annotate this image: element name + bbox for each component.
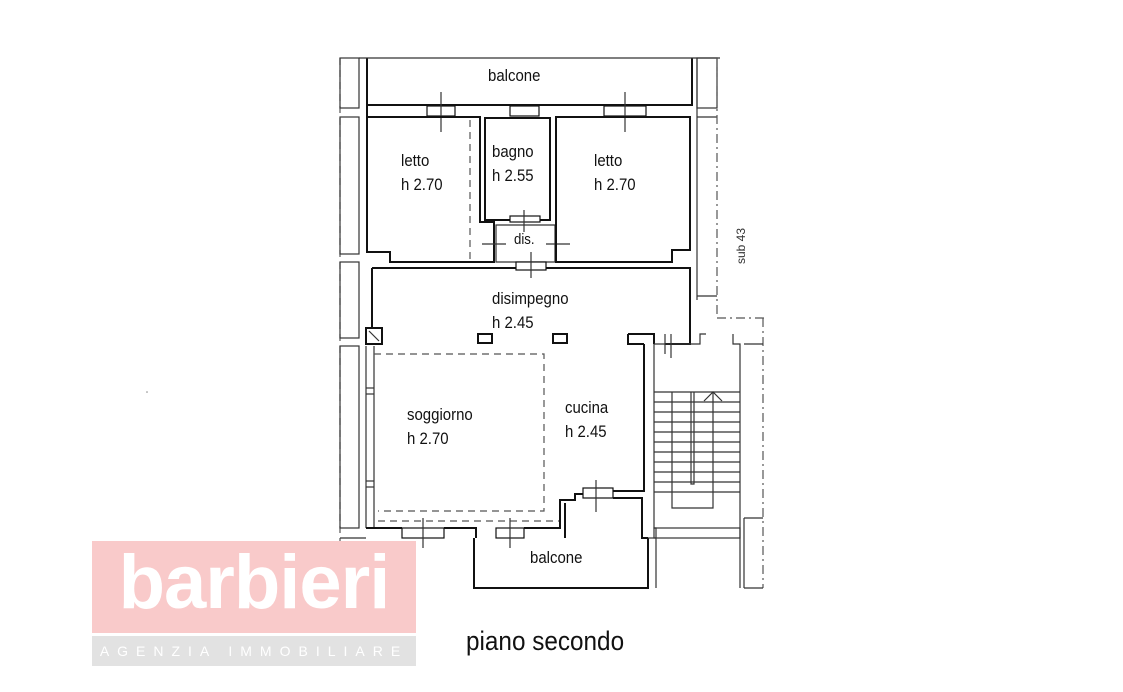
room-label-disimpegno: disimpegno h 2.45 <box>492 287 569 335</box>
room-label-balcone-top: balcone <box>488 66 541 85</box>
floor-caption: piano secondo <box>466 626 625 656</box>
room-height: h 2.70 <box>401 175 443 194</box>
room-name: soggiorno <box>407 405 473 424</box>
room-label-balcone-bottom: balcone <box>530 548 583 567</box>
room-name: cucina <box>565 398 609 417</box>
room-height: h 2.70 <box>594 175 636 194</box>
neighbor-label: sub 43 <box>734 227 748 264</box>
agency-logo: barbieri <box>92 541 416 633</box>
room-name: letto <box>401 151 430 170</box>
room-height: h 2.45 <box>565 422 607 441</box>
agency-logo-name: barbieri <box>118 540 391 625</box>
room-label-letto-right: letto h 2.70 <box>594 149 636 197</box>
room-label-cucina: cucina h 2.45 <box>565 396 608 444</box>
room-height: h 2.45 <box>492 313 534 332</box>
agency-logo-subtitle: AGENZIA IMMOBILIARE <box>99 643 409 659</box>
room-label-soggiorno: soggiorno h 2.70 <box>407 403 473 451</box>
room-label-dis: dis. <box>514 231 535 248</box>
room-name: disimpegno <box>492 289 569 308</box>
room-name: bagno <box>492 142 534 161</box>
room-height: h 2.70 <box>407 429 449 448</box>
room-name: letto <box>594 151 623 170</box>
room-label-bagno: bagno h 2.55 <box>492 140 534 188</box>
room-height: h 2.55 <box>492 166 534 185</box>
agency-logo-subtitle-band: AGENZIA IMMOBILIARE <box>92 636 416 666</box>
room-label-letto-left: letto h 2.70 <box>401 149 443 197</box>
